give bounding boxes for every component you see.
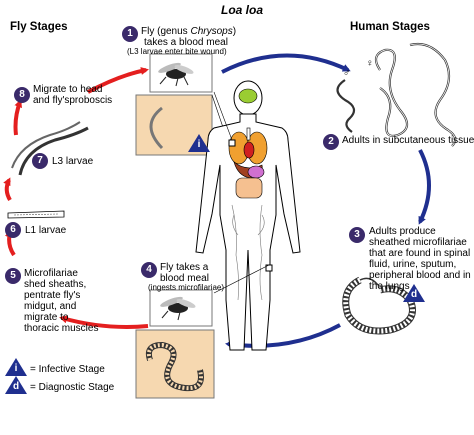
step-4-line2: blood meal <box>160 273 209 284</box>
step-7-badge: 7 <box>32 153 48 169</box>
l3-larva-shape <box>149 106 164 150</box>
arrow-6-to-7 <box>3 177 12 202</box>
arrow-8-to-1 <box>87 67 149 94</box>
page-title: Loa loa <box>221 3 264 17</box>
adult-worms-inner <box>375 43 456 147</box>
step-1-post: ) <box>232 26 237 37</box>
step-6-label: L1 larvae <box>25 225 67 236</box>
step-4-note: (ingests microfilariae) <box>148 283 225 292</box>
arrow-4-to-5 <box>59 315 149 329</box>
fly-stages-header: Fly Stages <box>10 21 68 33</box>
legend-infective-icon: i <box>5 358 27 376</box>
legend-infective-letter: i <box>14 363 18 374</box>
arrow-2-to-3 <box>418 149 431 225</box>
infective-stage-marker: i <box>188 134 210 152</box>
step-3-label: Adults produce sheathed microfilariae th… <box>369 226 471 292</box>
step-3-badge: 3 <box>349 227 365 243</box>
arrow-7-to-8 <box>13 99 22 136</box>
microfilaria-inset-shape <box>145 341 204 392</box>
infective-marker-letter: i <box>197 139 201 150</box>
step-5-badge: 5 <box>5 268 21 284</box>
step-1-pre: Fly (genus <box>141 26 191 37</box>
fly-top-icon <box>158 62 194 87</box>
l3-larvae-image <box>11 121 89 176</box>
legend-diagnostic-icon: d <box>5 376 27 394</box>
diagnostic-marker-letter: d <box>410 289 418 300</box>
step-1-genus: Chrysops <box>190 26 233 37</box>
step-4-line1: Fly takes a <box>160 262 209 273</box>
step-6-badge: 6 <box>5 222 21 238</box>
female-symbol: ♀ <box>366 58 374 69</box>
step-5-label: Microfilariae shed sheaths, pentrate fly… <box>24 268 99 334</box>
step-8-line1: Migrate to head <box>33 84 103 95</box>
step-1-badge: 1 <box>122 26 138 42</box>
fly-bottom-icon <box>160 296 196 321</box>
legend-infective-text: = Infective Stage <box>30 364 105 375</box>
step-2-badge: 2 <box>323 134 339 150</box>
step-1-label: Fly (genus Chrysops) <box>141 26 236 37</box>
sheathed-microfilaria <box>342 276 416 335</box>
step-2-label: Adults in subcutaneous tissue <box>342 135 474 146</box>
human-stages-header: Human Stages <box>350 21 430 33</box>
legend-diagnostic-text: = Diagnostic Stage <box>30 382 115 393</box>
chest-marker <box>228 139 236 147</box>
step-8-badge: 8 <box>14 87 30 103</box>
adult-worms <box>336 42 457 147</box>
step-1-note: (L3 larvae enter bite wound) <box>127 47 227 56</box>
step-8-line2: and fly'sproboscis <box>33 95 113 106</box>
male-symbol: ♂ <box>343 68 351 79</box>
arrow-1-to-2 <box>221 53 351 74</box>
leg-veins <box>231 204 265 301</box>
step-1-line2: takes a blood meal <box>144 37 228 48</box>
step-7-label: L3 larvae <box>52 156 94 167</box>
legend-diagnostic-letter: d <box>12 381 20 392</box>
l1-larvae-image <box>7 210 65 219</box>
step-4-badge: 4 <box>141 262 157 278</box>
diagnostic-stage-marker: d <box>403 284 425 302</box>
